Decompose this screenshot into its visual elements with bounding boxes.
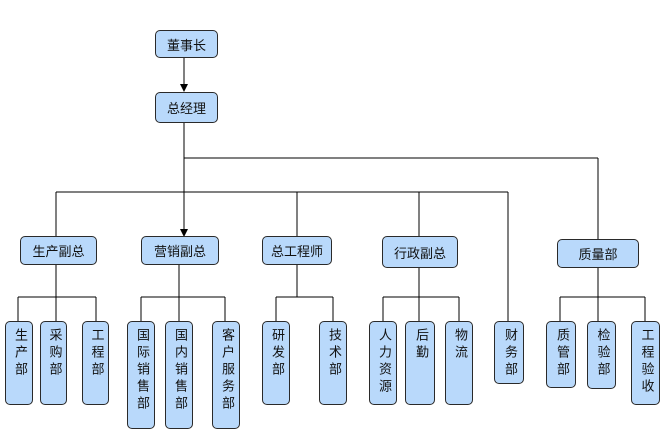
node-materials: 物流 (445, 321, 473, 405)
node-rnd-dept: 研发部 (262, 321, 290, 405)
node-quality-mgmt-dept: 质管部 (546, 321, 576, 388)
node-vp-admin: 行政副总 (382, 236, 458, 268)
node-acceptance: 工程验收 (631, 321, 660, 405)
node-procurement-dept: 采购部 (40, 321, 67, 405)
node-quality-dept: 质量部 (557, 239, 639, 268)
node-domestic-sales-dept: 国内销售部 (165, 321, 193, 429)
node-vp-production: 生产副总 (20, 236, 97, 265)
node-engineering-dept: 工程部 (82, 321, 109, 405)
node-production-dept: 生产部 (5, 321, 33, 405)
node-intl-sales-dept: 国际销售部 (127, 321, 155, 429)
node-general-manager: 总经理 (155, 92, 218, 123)
node-vp-marketing: 营销副总 (141, 236, 219, 265)
node-customer-service-dept: 客户服务部 (212, 321, 240, 429)
node-logistics: 后勤 (405, 321, 435, 405)
node-inspection-dept: 检验部 (587, 321, 616, 389)
node-hr: 人力资源 (369, 321, 397, 405)
node-chairman: 董事长 (155, 30, 218, 58)
node-finance-dept: 财务部 (494, 321, 524, 384)
node-tech-dept: 技术部 (319, 321, 347, 405)
node-chief-engineer: 总工程师 (262, 236, 332, 265)
